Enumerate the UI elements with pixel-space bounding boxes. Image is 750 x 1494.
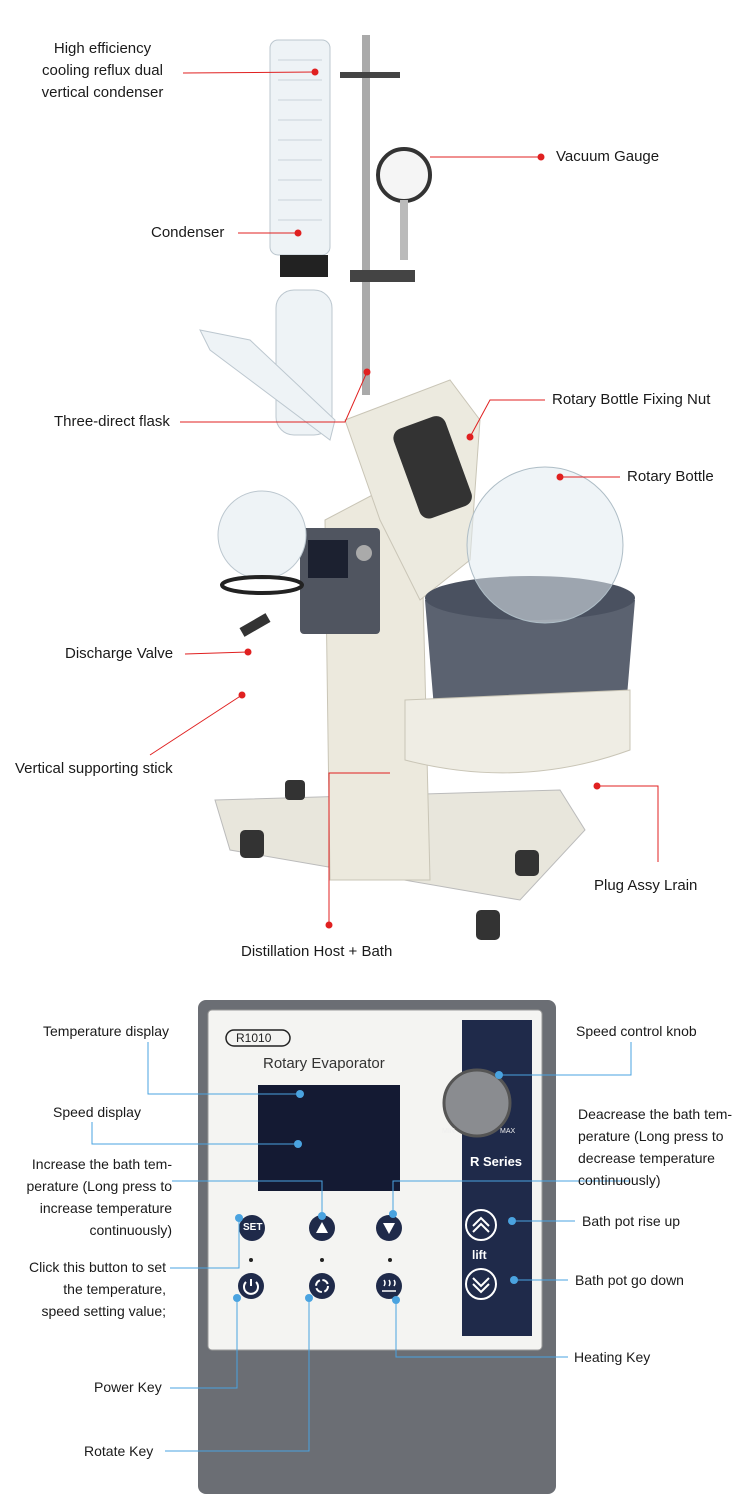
label-discharge-valve: Discharge Valve	[65, 645, 174, 662]
label-line: Increase the bath tem-	[31, 1156, 172, 1172]
supporting-rod	[362, 35, 370, 395]
label-line: continuously)	[89, 1222, 173, 1238]
label-line: cooling reflux dual	[42, 62, 163, 79]
down-triangle-icon	[383, 1223, 395, 1234]
receiving-flask	[217, 490, 307, 580]
vacuum-gauge	[376, 147, 432, 203]
lift-up-button[interactable]	[465, 1209, 497, 1241]
label-rotate: Rotate Key	[84, 1443, 154, 1459]
label-condenser: Condenser	[151, 224, 225, 241]
label-line: speed setting value;	[41, 1303, 166, 1319]
set-button[interactable]	[239, 1215, 265, 1241]
fixing-nut	[393, 416, 472, 519]
label-increase: Increase the bath tem- perature (Long pr…	[10, 1153, 172, 1241]
label-speed-display: Speed display	[53, 1104, 141, 1120]
panel-title: Rotary Evaporator	[263, 1055, 385, 1072]
label-line: the temperature,	[63, 1281, 166, 1297]
model-badge: R1010	[236, 1031, 272, 1045]
label-line: perature (Long press to	[26, 1178, 172, 1194]
label-power: Power Key	[94, 1379, 162, 1395]
rotary-bottle	[466, 466, 624, 624]
label-three-direct-flask: Three-direct flask	[54, 413, 170, 430]
speed-knob[interactable]	[442, 1068, 512, 1138]
three-direct-flask	[199, 329, 336, 441]
label-line: increase temperature	[39, 1200, 172, 1216]
label-heating: Heating Key	[574, 1349, 651, 1365]
label-temperature-display: Temperature display	[43, 1023, 170, 1039]
label-condenser-dual: High efficiency cooling reflux dual vert…	[20, 38, 185, 104]
lift-down-button[interactable]	[465, 1268, 497, 1300]
up-triangle-icon	[316, 1222, 328, 1233]
set-label: SET	[243, 1222, 263, 1233]
power-icon	[243, 1279, 259, 1295]
label-line: vertical condenser	[41, 84, 164, 101]
control-panel	[198, 1000, 556, 1494]
series-label: R Series	[470, 1154, 523, 1169]
side-strip	[462, 1020, 532, 1336]
label-vacuum-gauge: Vacuum Gauge	[556, 148, 660, 165]
leader-dot	[311, 68, 319, 76]
label-down: Bath pot go down	[575, 1272, 684, 1288]
label-decrease: Deacrease the bath tem- perature (Long p…	[578, 1103, 732, 1191]
rotate-icon	[315, 1279, 329, 1293]
label-line: Deacrease the bath tem-	[578, 1106, 733, 1122]
label-line: High efficiency	[53, 40, 152, 57]
lift-label: lift	[472, 1248, 487, 1262]
label-rotary-bottle: Rotary Bottle	[627, 468, 714, 485]
heating-icon	[382, 1279, 396, 1292]
knob-min: MIN	[442, 1128, 455, 1135]
label-speed-knob: Speed control knob	[576, 1023, 697, 1039]
label-fixing-nut: Rotary Bottle Fixing Nut	[552, 391, 711, 408]
knob-max: MAX	[500, 1128, 516, 1135]
label-line: decrease temperature	[578, 1150, 715, 1166]
label-set: Click this button to set the temperature…	[4, 1256, 166, 1322]
rotate-button[interactable]	[309, 1273, 335, 1299]
label-line: continuously)	[578, 1172, 661, 1188]
label-plug: Plug Assy Lrain	[594, 877, 698, 894]
lcd-screen	[258, 1085, 400, 1191]
label-line: Click this button to set	[29, 1259, 166, 1275]
label-supporting-stick: Vertical supporting stick	[15, 760, 173, 777]
label-line: perature (Long press to	[578, 1128, 724, 1144]
label-host-bath: Distillation Host + Bath	[241, 943, 393, 960]
label-rise: Bath pot rise up	[582, 1213, 681, 1229]
